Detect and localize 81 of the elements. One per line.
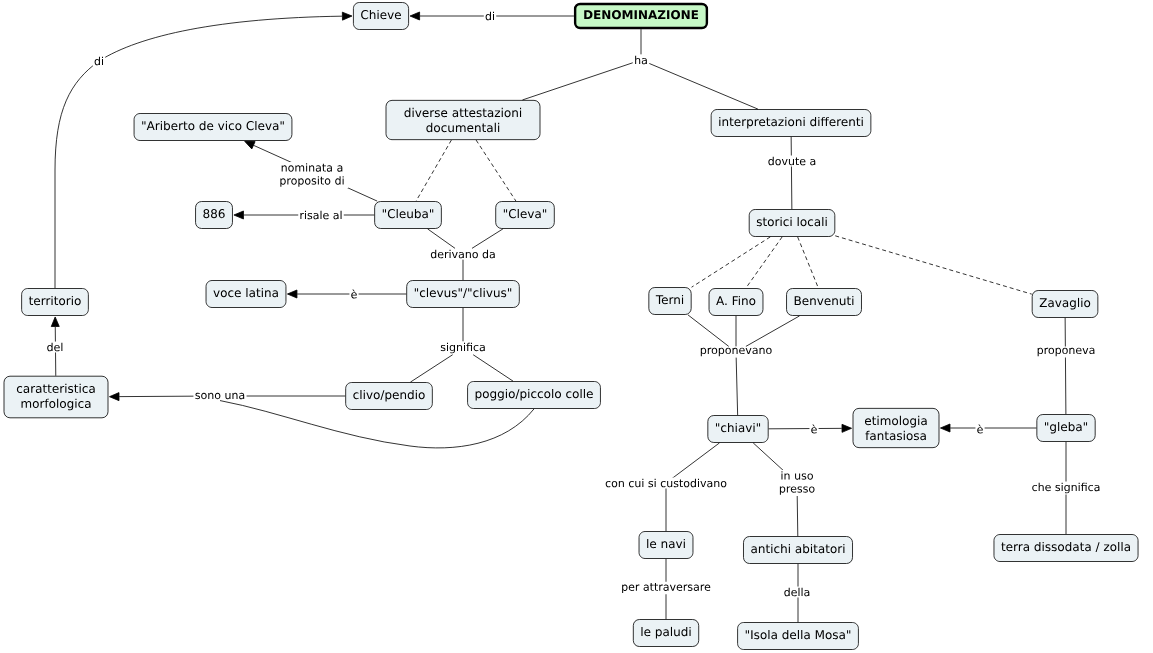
connector-line	[640, 28, 642, 55]
arrow	[109, 392, 194, 402]
connector-line	[522, 62, 634, 101]
concept-box: terra dissodata / zolla	[993, 534, 1139, 562]
connector-line	[745, 315, 800, 347]
connector-line	[790, 136, 793, 210]
concept-box: Terni	[648, 287, 692, 315]
connector-line	[735, 357, 739, 416]
concept-box: A. Fino	[708, 288, 764, 316]
concept-box: le paludi	[632, 619, 700, 647]
concept-box: "clevus"/"clivus"	[406, 280, 520, 308]
dashed-line	[797, 236, 819, 289]
concept-box: storici locali	[748, 209, 836, 237]
concept-box: etimologia fantasiosa	[852, 407, 940, 449]
connector-line	[471, 228, 504, 249]
connector-line	[665, 558, 667, 620]
connector-line	[1064, 317, 1067, 415]
connector-line	[462, 259, 464, 281]
concept-box: "Isola della Mosa"	[737, 622, 859, 650]
connector-line	[665, 442, 720, 532]
dashed-line	[691, 236, 771, 288]
dashed-line	[415, 139, 452, 202]
arrow	[768, 423, 852, 433]
concept-box: "chiavi"	[707, 415, 769, 443]
concept-box: diverse attestazioni documentali	[385, 99, 541, 141]
concept-box: voce latina	[205, 280, 287, 308]
concept-box: "Ariberto de vico Cleva"	[133, 113, 293, 141]
edge-label: è	[809, 423, 819, 435]
connector-line	[735, 315, 737, 347]
edge-label: in uso presso	[773, 470, 821, 497]
concept-box: clivo/pendio	[345, 382, 433, 410]
edge-label: di	[483, 10, 497, 22]
concept-box: caratteristica morfologica	[3, 375, 109, 419]
linking-phrase: significa	[439, 341, 487, 355]
linking-phrase: proponevano	[698, 346, 774, 358]
connector-line	[246, 395, 346, 397]
dashed-line	[745, 236, 783, 289]
connector-line	[687, 314, 730, 347]
edge-label: per attraversare	[619, 581, 713, 595]
connector-line	[648, 63, 759, 110]
connector-line	[1065, 441, 1067, 535]
concept-box: poggio/piccolo colle	[467, 381, 601, 409]
connector-line	[472, 354, 514, 382]
concept-box: "Cleva"	[495, 201, 555, 229]
edge-label: della	[782, 586, 812, 598]
edge-label: che significa	[1030, 481, 1102, 495]
linking-phrase: derivano da	[429, 248, 497, 260]
arrow	[50, 316, 60, 377]
arrow	[940, 423, 1037, 433]
arrow	[54, 11, 353, 289]
connector-line	[797, 563, 799, 623]
dashed-line	[834, 235, 1033, 295]
concept-box: Chieve	[353, 2, 409, 30]
dashed-line	[475, 139, 517, 202]
concept-box: Benvenuti	[786, 288, 862, 316]
arrow	[287, 289, 407, 299]
concept-box: 886	[195, 201, 233, 229]
concept-box: interpretazioni differenti	[710, 109, 872, 137]
edge-label: di	[92, 55, 106, 67]
connector-line	[410, 354, 454, 383]
connector-line	[462, 307, 464, 342]
edge-label: dovute a	[766, 155, 818, 167]
edge-label: con cui si custodivano	[603, 477, 729, 489]
connector-line	[219, 400, 535, 449]
concept-box: le navi	[638, 531, 694, 559]
concept-box: antichi abitatori	[743, 536, 853, 564]
concept-box: "Cleuba"	[374, 201, 442, 229]
linking-phrase: sono una	[193, 391, 247, 401]
concept-box: Zavaglio	[1031, 290, 1099, 318]
main-concept-box: DENOMINAZIONE	[573, 2, 709, 30]
concept-box: "gleba"	[1036, 414, 1096, 442]
edge-label: è	[349, 288, 359, 300]
arrow	[409, 11, 575, 21]
connector-line	[427, 228, 456, 249]
edge-label: proponeva	[1035, 346, 1097, 358]
edge-label: del	[45, 341, 65, 353]
edge-label: risale al	[298, 209, 344, 221]
linking-phrase: ha	[632, 54, 650, 66]
concept-box: territorio	[21, 288, 89, 316]
edge-label: è	[975, 423, 985, 435]
edge-label: nominata a proposito di	[275, 162, 349, 189]
